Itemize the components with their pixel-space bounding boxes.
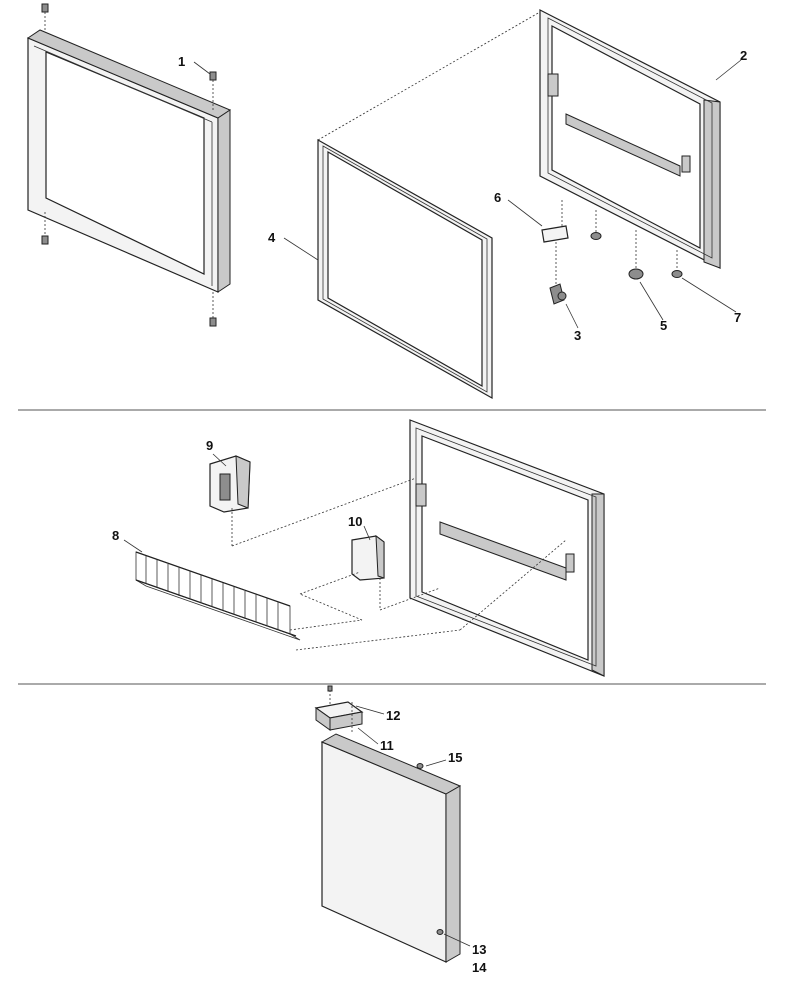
section-lower: [314, 685, 471, 963]
callout-2: 2: [740, 48, 747, 63]
callout-10: 10: [348, 514, 362, 529]
screw-part-1: [41, 3, 217, 327]
bushing-part-5: [628, 230, 644, 280]
callout-6: 6: [494, 190, 501, 205]
callout-12: 12: [386, 708, 400, 723]
cap-part-13: [436, 929, 444, 935]
callout-9: 9: [206, 438, 213, 453]
door-gasket: [317, 138, 493, 400]
door-frame: [26, 29, 232, 293]
callout-7: 7: [734, 310, 741, 325]
freezer-door-liner: [409, 419, 605, 677]
plug-part-7: [590, 210, 683, 278]
section-middle: [123, 419, 605, 677]
callout-1: 1: [178, 54, 185, 69]
handle-part-11: [314, 701, 364, 731]
bracket-part-9: [209, 455, 251, 513]
cap-part-15: [416, 763, 424, 769]
hinge-part-6: [541, 200, 569, 286]
pin-part-3: [549, 283, 567, 305]
callout-8: 8: [112, 528, 119, 543]
callout-14: 14: [472, 960, 487, 975]
callout-5: 5: [660, 318, 667, 333]
section-upper: [26, 3, 742, 400]
door-liner: [539, 9, 721, 269]
callout-4: 4: [268, 230, 276, 245]
callout-3: 3: [574, 328, 581, 343]
callout-11: 11: [380, 738, 394, 753]
bracket-part-10: [351, 534, 385, 581]
callout-15: 15: [448, 750, 462, 765]
wire-shelf-part-8: [135, 551, 301, 641]
screw-part-12: [327, 685, 353, 732]
drawer-front: [320, 733, 462, 963]
callout-13: 13: [472, 942, 486, 957]
